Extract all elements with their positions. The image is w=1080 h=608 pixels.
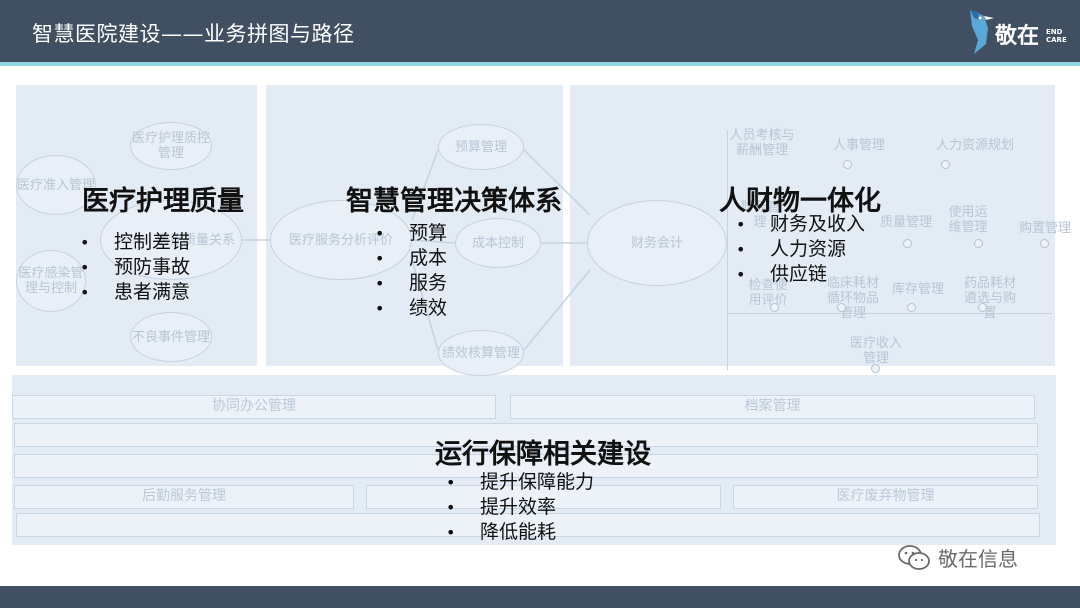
node-dot: [907, 303, 916, 312]
bullets-decision: 预算 成本 服务 绩效: [375, 221, 447, 321]
bullet-item: 预防事故: [80, 255, 190, 280]
bar-archives: 档案管理: [510, 395, 1035, 419]
node-dot: [974, 239, 983, 248]
bar-logistics: 后勤服务管理: [14, 485, 354, 509]
bullet-item: 绩效: [375, 296, 447, 321]
node-performance-accounting: 绩效核算管理: [438, 330, 524, 376]
wechat-icon: [898, 544, 930, 570]
node-adverse-events: 不良事件管理: [130, 312, 212, 362]
logo-wordmark: 敬在: [995, 24, 1040, 49]
node-dot: [837, 303, 846, 312]
item-personnel: 人事管理: [832, 138, 885, 153]
logo-subtitle: END CARE: [1046, 28, 1067, 44]
node-cost-control: 成本控制: [455, 218, 541, 268]
right-panel-row-line: [727, 313, 1052, 314]
logo-sub-line2: CARE: [1046, 36, 1067, 44]
item-hr-planning: 人力资源规划: [935, 138, 1014, 153]
item-quality: 质量管理: [879, 215, 932, 230]
watermark-text: 敬在信息: [938, 547, 1018, 571]
bullet-item: 成本: [375, 246, 447, 271]
bullets-integration: 财务及收入 人力资源 供应链: [736, 212, 865, 287]
node-dot: [1040, 239, 1049, 248]
watermark: 敬在信息: [898, 543, 1018, 572]
page-title: 智慧医院建设——业务拼图与路径: [32, 22, 355, 46]
bullets-quality: 控制差错 预防事故 患者满意: [80, 230, 190, 305]
right-panel-divider: [727, 130, 728, 370]
item-drug-selection: 药品耗材遴选与购置: [963, 276, 1016, 321]
kingfisher-icon: [970, 10, 994, 54]
bullet-item: 人力资源: [736, 237, 865, 262]
node-access-management: 医疗准入管理: [16, 155, 96, 215]
bar-row-2: [14, 423, 1038, 447]
node-financial-accounting: 财务会计: [587, 200, 727, 286]
node-dot: [843, 160, 852, 169]
logo-sub-line1: END: [1046, 28, 1063, 36]
bullet-item: 降低能耗: [446, 520, 594, 545]
bullet-item: 预算: [375, 221, 447, 246]
bullet-item: 提升效率: [446, 495, 594, 520]
bullet-item: 提升保障能力: [446, 470, 594, 495]
node-quality-control: 医疗护理质控管理: [130, 122, 212, 170]
item-medical-income: 医疗收入管理: [849, 336, 902, 366]
node-budget-management: 预算管理: [438, 124, 524, 170]
bar-medical-waste: 医疗废弃物管理: [733, 485, 1038, 509]
heading-quality: 医疗护理质量: [82, 186, 244, 217]
brand-logo: 敬在 END CARE: [966, 6, 1076, 58]
bullet-item: 控制差错: [80, 230, 190, 255]
bullet-item: 财务及收入: [736, 212, 865, 237]
heading-decision: 智慧管理决策体系: [346, 186, 562, 217]
header-accent-stripe: [0, 62, 1080, 66]
item-staff-assessment: 人员考核与薪酬管理: [729, 128, 795, 158]
item-procurement: 购置管理: [1018, 221, 1071, 236]
bar-collaborative-office: 协同办公管理: [12, 395, 496, 419]
header-bar: 智慧医院建设——业务拼图与路径 敬在 END CARE: [0, 0, 1080, 62]
node-dot: [903, 239, 912, 248]
footer-bar: [0, 586, 1080, 608]
bullet-item: 供应链: [736, 262, 865, 287]
node-dot: [978, 303, 987, 312]
bullet-item: 患者满意: [80, 280, 190, 305]
bullets-operations: 提升保障能力 提升效率 降低能耗: [446, 470, 594, 545]
item-inventory: 库存管理: [891, 282, 944, 297]
node-dot: [770, 303, 779, 312]
heading-operations: 运行保障相关建设: [435, 439, 651, 470]
bullet-item: 服务: [375, 271, 447, 296]
item-operations: 使用运维管理: [948, 205, 988, 235]
node-dot: [941, 160, 950, 169]
node-dot: [871, 364, 880, 373]
